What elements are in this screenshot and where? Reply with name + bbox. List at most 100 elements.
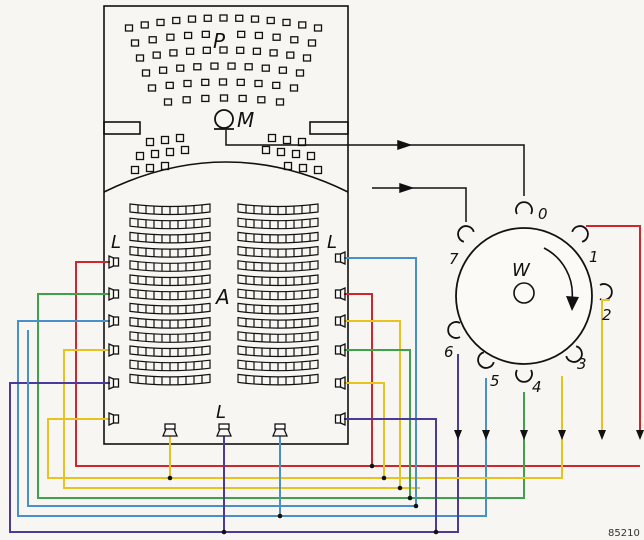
microphone [214, 109, 234, 130]
wheel-hub [513, 282, 535, 304]
wire [75, 261, 640, 467]
output-line [601, 299, 610, 304]
wire [344, 349, 411, 498]
wheel-position-1: 1 [589, 248, 599, 266]
stage-side-seats [130, 133, 323, 175]
podium-seat [176, 64, 185, 72]
podium-seat [152, 51, 161, 59]
audience-row [237, 231, 319, 244]
podium-seat [275, 98, 285, 106]
loudspeaker-icon [334, 411, 346, 427]
podium-seat [237, 30, 246, 39]
podium-seat [165, 81, 174, 90]
loudspeaker-icon [334, 342, 346, 358]
stage-seat [306, 151, 316, 161]
podium-seat [124, 24, 134, 32]
podium-seat [201, 94, 210, 103]
podium-seat [185, 47, 195, 55]
loudspeaker-icon [108, 411, 120, 427]
wheel-contact [447, 321, 461, 339]
wheel-contact [515, 369, 533, 383]
audience-row [129, 203, 211, 216]
stage-seat [160, 135, 170, 145]
junction [407, 495, 413, 501]
wire [344, 293, 373, 466]
wheel-contact [565, 345, 583, 363]
podium-seat [201, 30, 210, 39]
stage-seat [160, 161, 170, 171]
audience-row [129, 373, 211, 386]
output-arrow [454, 430, 462, 440]
podium-seat [169, 49, 178, 57]
podium-seat [203, 14, 212, 22]
podium-seat [163, 98, 173, 106]
stage-seat [298, 163, 308, 173]
microphone-icon [214, 109, 234, 129]
right-loudspeaker-label: L [327, 232, 337, 253]
audience-row [129, 331, 211, 343]
podium-seat [272, 81, 281, 90]
audience-row [129, 302, 211, 315]
podium-seat [193, 63, 202, 71]
wheel-position-2: 2 [602, 306, 612, 324]
stage-seat [165, 147, 175, 157]
podium-seat [140, 21, 149, 29]
stage-seat [291, 149, 301, 159]
podium-seats [124, 14, 323, 106]
wheel-label: W [512, 260, 531, 281]
audience-row [237, 316, 319, 329]
audience-row [129, 217, 211, 230]
junction [369, 463, 375, 469]
loudspeaker-icon [108, 342, 120, 358]
wheel-disc [455, 227, 593, 365]
loudspeaker-icon [162, 423, 178, 437]
podium-seat [290, 36, 299, 44]
podium-seat [182, 96, 191, 104]
loudspeaker-icon [334, 286, 346, 302]
podium-seat [261, 64, 270, 72]
stage-seat [145, 163, 155, 173]
loudspeaker-icon [216, 423, 232, 437]
podium-seat [282, 18, 291, 27]
auxiliary-input-line [372, 187, 467, 222]
podium-label: P [213, 29, 226, 53]
podium-seat [252, 47, 262, 55]
stage-seat [267, 133, 277, 143]
audience-row [129, 359, 211, 372]
stage-seat [276, 147, 286, 157]
audience-row [129, 274, 211, 287]
podium-seat [183, 79, 192, 88]
reference-number: 85210 [608, 528, 640, 539]
podium-seat [302, 54, 312, 62]
left-loudspeaker-label: L [111, 232, 121, 253]
podium-seat [158, 66, 168, 74]
podium-seat [298, 21, 307, 29]
podium-seat [148, 36, 157, 44]
podium-seat [250, 15, 260, 23]
loudspeaker-icon [108, 313, 120, 329]
podium-seat [172, 16, 181, 25]
left-stage-door [103, 121, 141, 135]
wire [47, 385, 563, 479]
loudspeaker-icon [108, 254, 120, 270]
wheel-position-5: 5 [490, 372, 500, 390]
audience-row [129, 288, 211, 301]
audience-row [237, 359, 319, 372]
podium-seat [272, 33, 281, 41]
stage-front-curve [103, 161, 349, 193]
podium-seat [289, 84, 299, 92]
wire [344, 418, 437, 532]
podium-seat [219, 46, 228, 54]
mic-line [225, 130, 525, 196]
stage-seat [313, 165, 323, 175]
podium-seat [278, 66, 288, 74]
junction [397, 485, 403, 491]
audience-row [237, 345, 319, 358]
podium-seat [227, 62, 236, 70]
wheel-contact [477, 351, 495, 369]
audience-row [237, 331, 319, 343]
output-arrow [598, 430, 606, 440]
podium-seat [141, 69, 151, 77]
loudspeaker-icon [108, 375, 120, 391]
